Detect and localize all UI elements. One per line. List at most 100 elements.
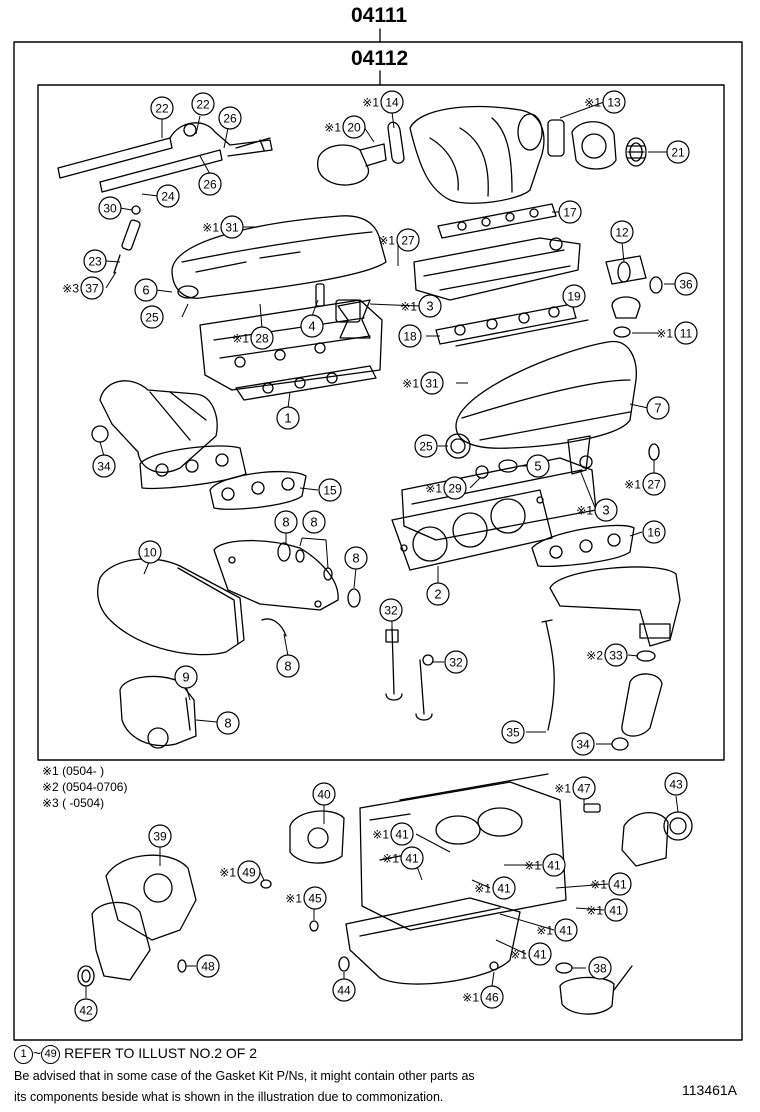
callout-1[interactable]: 1	[276, 406, 300, 430]
callout-35[interactable]: 35	[501, 720, 525, 744]
callout-number: 46	[485, 991, 499, 1005]
callout-41c[interactable]: 41※1	[524, 853, 566, 877]
callout-30[interactable]: 30	[98, 196, 122, 220]
callout-40[interactable]: 40	[312, 782, 336, 806]
callout-41h[interactable]: 41 ※1	[510, 942, 552, 966]
callout-27a[interactable]: 27※1	[378, 228, 420, 252]
callout-23[interactable]: 23	[83, 249, 107, 273]
callout-8e[interactable]: 8	[216, 711, 240, 735]
callout-number: 2	[434, 587, 441, 602]
callout-3a[interactable]: 3※1	[400, 294, 442, 318]
dipstick	[541, 619, 555, 731]
note-3-mark: ※3	[42, 796, 59, 810]
callout-4[interactable]: 4	[300, 314, 324, 338]
callout-13[interactable]: 13※1	[584, 90, 626, 114]
callout-circle	[426, 582, 450, 606]
bolt-47	[583, 803, 601, 813]
callout-8c[interactable]: 8	[344, 546, 368, 570]
callout-6[interactable]: 6	[134, 278, 158, 302]
timing-belt-cover-upper	[97, 558, 245, 656]
callout-34a[interactable]: 34	[92, 454, 116, 478]
callout-number: 41	[609, 904, 623, 918]
callout-applicability-mark: ※2	[586, 649, 603, 663]
callout-8d[interactable]: 8	[276, 654, 300, 678]
callout-2[interactable]: 2	[426, 582, 450, 606]
callout-17[interactable]: 17	[558, 200, 582, 224]
callout-31a[interactable]: 31※1	[202, 215, 244, 239]
callout-38[interactable]: 38	[588, 956, 612, 980]
refer-text: REFER TO ILLUST NO.2 OF 2	[64, 1045, 258, 1062]
callout-number: 31	[225, 221, 239, 235]
callout-applicability-mark: ※1	[510, 948, 527, 962]
callout-36[interactable]: 36	[674, 272, 698, 296]
callout-27b[interactable]: 27※1	[624, 472, 666, 496]
callout-41g[interactable]: 41※1	[536, 918, 578, 942]
intake-gasket-13	[547, 119, 565, 157]
callout-11[interactable]: 11※1	[656, 321, 698, 345]
callout-10[interactable]: 10	[138, 540, 162, 564]
callout-14[interactable]: 14※1	[362, 90, 404, 114]
callout-number: 35	[506, 726, 520, 740]
callout-41d[interactable]: 41※1	[474, 876, 516, 900]
outer-group-number: 04111	[351, 4, 408, 27]
callout-20[interactable]: 20※1	[324, 115, 366, 139]
callout-15[interactable]: 15	[318, 478, 342, 502]
callout-26b[interactable]: 26	[198, 172, 222, 196]
callout-49[interactable]: 49※1	[219, 860, 261, 884]
callout-22b[interactable]: 22	[191, 92, 215, 116]
callout-32b[interactable]: 32	[444, 650, 468, 674]
callout-18[interactable]: 18	[398, 324, 422, 348]
callout-5[interactable]: 5	[526, 454, 550, 478]
injector	[113, 205, 141, 274]
callout-7[interactable]: 7	[646, 396, 670, 420]
callout-28[interactable]: 28※1	[232, 326, 274, 350]
callout-number: 5	[534, 459, 541, 474]
callout-number: 15	[323, 484, 337, 498]
callout-number: 40	[317, 788, 331, 802]
callout-41f[interactable]: 41※1	[586, 898, 628, 922]
callout-45[interactable]: 45※1	[285, 886, 327, 910]
cylinder-head-left	[199, 299, 383, 391]
callout-39[interactable]: 39	[148, 824, 172, 848]
callout-8b[interactable]: 8	[302, 510, 326, 534]
callout-43[interactable]: 43	[664, 772, 688, 796]
callout-37[interactable]: 37※3	[62, 276, 104, 300]
callout-12[interactable]: 12	[610, 220, 634, 244]
callout-19[interactable]: 19	[562, 284, 586, 308]
callout-33[interactable]: 33※2	[586, 643, 628, 667]
callout-number: 44	[337, 984, 351, 998]
callout-41e[interactable]: 41※1	[590, 872, 632, 896]
callout-48[interactable]: 48	[196, 954, 220, 978]
callout-29[interactable]: 29※1	[425, 476, 467, 500]
callout-circle	[276, 654, 300, 678]
callout-25a[interactable]: 25	[140, 305, 164, 329]
callout-21[interactable]: 21	[666, 140, 690, 164]
callout-42[interactable]: 42	[74, 998, 98, 1022]
callout-32a[interactable]: 32	[379, 598, 403, 622]
plug-45	[309, 920, 319, 932]
callout-47[interactable]: 47※1	[554, 776, 596, 800]
callout-26a[interactable]: 26	[218, 106, 242, 130]
callout-22a[interactable]: 22	[150, 96, 174, 120]
callout-34b[interactable]: 34	[571, 732, 595, 756]
intake-manifold	[409, 105, 545, 204]
callout-circle	[588, 956, 612, 980]
callout-circle	[74, 998, 98, 1022]
callout-9[interactable]: 9	[174, 665, 198, 689]
callout-31b[interactable]: 31※1	[402, 371, 444, 395]
callout-8a[interactable]: 8	[274, 510, 298, 534]
callout-circle	[300, 314, 324, 338]
callout-24[interactable]: 24	[156, 184, 180, 208]
callout-46[interactable]: 46※1	[462, 985, 504, 1009]
callout-41b[interactable]: 41※1	[382, 846, 424, 870]
callout-25b[interactable]: 25	[414, 434, 438, 458]
callout-44[interactable]: 44	[332, 978, 356, 1002]
callout-3b[interactable]: 3※1	[576, 498, 618, 522]
callout-41a[interactable]: 41※1	[372, 822, 414, 846]
callout-number: 8	[352, 551, 359, 566]
callout-circle	[480, 985, 504, 1009]
callout-number: 41	[533, 948, 547, 962]
callout-16[interactable]: 16	[642, 520, 666, 544]
callout-circle	[610, 220, 634, 244]
callout-number: 19	[567, 290, 581, 304]
